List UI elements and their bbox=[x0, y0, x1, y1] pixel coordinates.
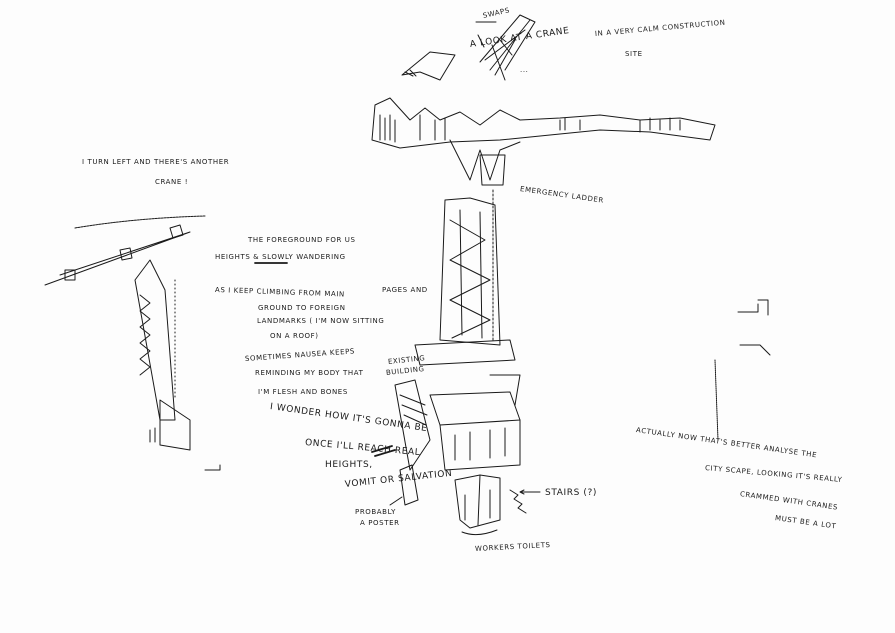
note-turn-left: I TURN LEFT AND THERE'S ANOTHER bbox=[82, 158, 230, 166]
note-heights: HEIGHTS, bbox=[325, 460, 373, 470]
note-flesh: I'M FLESH AND BONES bbox=[258, 388, 348, 396]
note-stairs: STAIRS (?) bbox=[545, 488, 597, 498]
note-small: ... bbox=[520, 66, 529, 74]
city-skyline-drawing bbox=[371, 97, 716, 181]
note-foreground: THE FOREGROUND FOR US bbox=[248, 236, 356, 244]
existing-building-drawing bbox=[394, 374, 521, 471]
underline-marks bbox=[254, 262, 396, 457]
note-climb-1b: PAGES AND bbox=[382, 286, 428, 294]
tower-drawing bbox=[414, 154, 516, 366]
note-crane: CRANE ! bbox=[155, 178, 189, 186]
top-crane-drawing bbox=[401, 14, 536, 81]
note-heights-wandering: HEIGHTS & SLOWLY WANDERING bbox=[215, 253, 346, 261]
note-climb-2: GROUND TO FOREIGN bbox=[258, 304, 346, 312]
right-crane-drawing bbox=[714, 299, 771, 441]
workers-toilets-drawing bbox=[454, 474, 541, 536]
note-climb-4: ON A ROOF) bbox=[270, 332, 319, 340]
note-poster: A POSTER bbox=[360, 519, 400, 527]
left-crane-drawing bbox=[44, 215, 221, 471]
note-climb-3: LANDMARKS ( I'M NOW SITTING bbox=[257, 317, 385, 325]
note-probably: PROBABLY bbox=[355, 508, 397, 516]
poster-drawing bbox=[389, 464, 419, 506]
note-site: SITE bbox=[625, 50, 643, 58]
note-nausea-2: REMINDING MY BODY THAT bbox=[255, 369, 364, 377]
